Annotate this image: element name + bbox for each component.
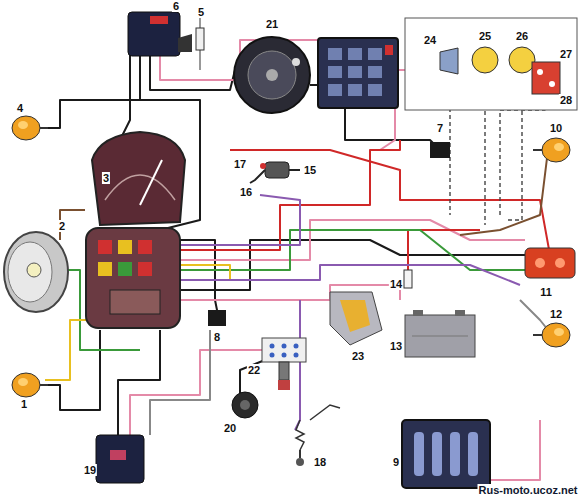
callout-number: 22 (247, 364, 261, 376)
fuse (196, 18, 204, 70)
callout-number: 5 (197, 6, 205, 18)
callout-number: 6 (172, 0, 180, 12)
callout-number: 17 (233, 158, 247, 170)
relay-regulator (318, 38, 398, 108)
horn (330, 292, 382, 345)
callout-number: 15 (303, 164, 317, 176)
ignition-switch (262, 338, 306, 390)
watermark: Rus-moto.ucoz.net (478, 484, 579, 496)
sound-signal (232, 392, 258, 418)
callout-number: 10 (549, 122, 563, 134)
callout-number: 26 (515, 30, 529, 42)
callout-number: 18 (313, 456, 327, 468)
callout-number: 1 (20, 398, 28, 410)
callout-number: 13 (389, 340, 403, 352)
callout-number: 25 (478, 30, 492, 42)
turn-signal (12, 373, 48, 397)
callout-number: 9 (392, 456, 400, 468)
callout-number: 11 (539, 286, 553, 298)
ignition-coil (250, 162, 300, 183)
turn-signal (533, 138, 570, 162)
battery (405, 310, 475, 357)
callout-number: 7 (436, 122, 444, 134)
tail-light (525, 248, 575, 278)
fuse-block (402, 420, 490, 488)
callout-number: 21 (265, 18, 279, 30)
callout-number: 3 (102, 172, 110, 184)
handlebar-switch (128, 12, 192, 56)
light-switch (208, 310, 226, 326)
turn-signal (533, 323, 570, 347)
handlebar-switch (96, 435, 144, 483)
callout-number: 23 (351, 350, 365, 362)
callout-number: 28 (559, 94, 573, 106)
callout-number: 27 (559, 48, 573, 60)
callout-number: 14 (389, 278, 403, 290)
callout-number: 8 (213, 331, 221, 343)
callout-number: 4 (16, 102, 24, 114)
turn-signal (12, 116, 48, 140)
callout-number: 20 (223, 422, 237, 434)
generator (234, 37, 310, 113)
callout-number: 24 (423, 34, 437, 46)
callout-number: 2 (58, 220, 66, 232)
instrument-lamps-inset (405, 18, 577, 110)
relay (430, 142, 450, 158)
headlight (4, 232, 68, 312)
callout-number: 19 (83, 464, 97, 476)
callout-number: 12 (549, 308, 563, 320)
fuse (404, 270, 412, 288)
callout-number: 16 (239, 186, 253, 198)
instrument-cluster (86, 132, 185, 328)
